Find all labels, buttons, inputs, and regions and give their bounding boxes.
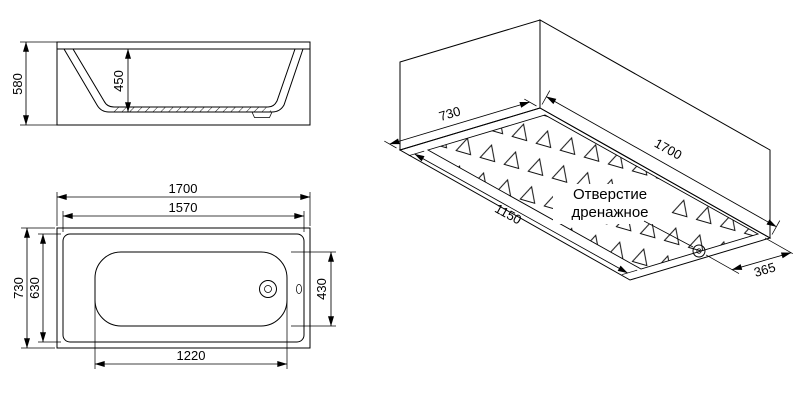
dim-label-1150: 1150 — [492, 201, 524, 228]
tub-top-outline — [56, 227, 311, 349]
drain-label-line2: дренажное — [571, 204, 648, 221]
dim-label-365: 365 — [752, 259, 777, 280]
drain-outlet-side — [251, 111, 273, 118]
drain-label-line1: Отверстие — [573, 186, 647, 203]
dim-rim-width: 630 — [27, 233, 61, 343]
drain-hole-iso-outer — [692, 244, 706, 258]
dim-label-430: 430 — [314, 278, 329, 300]
dim-iso-width: 730 — [384, 98, 537, 149]
dim-inner-depth: 450 — [111, 48, 131, 113]
dim-overall-width: 730 — [11, 227, 55, 349]
dim-label-1700-top: 1700 — [169, 181, 198, 196]
dim-label-580: 580 — [10, 73, 25, 95]
overflow-hole — [296, 284, 302, 294]
dim-label-1700-iso: 1700 — [652, 135, 685, 162]
dim-label-730-top: 730 — [11, 277, 26, 299]
drain-hole-inner — [264, 285, 272, 293]
dim-label-450: 450 — [111, 70, 126, 92]
tub-shell-outer-profile — [63, 48, 304, 113]
dim-label-630: 630 — [27, 277, 42, 299]
drain-hole-outer — [259, 280, 277, 298]
drain-hole-iso-inner — [696, 248, 702, 254]
tub-side-outline — [56, 41, 311, 126]
antislip-hatch-band — [109, 107, 272, 112]
isometric-view: Отверстие дренажное 730 1150 1700 365 — [384, 19, 793, 281]
dim-rim-length: 1570 — [62, 200, 305, 232]
tub-shell-inner-profile — [72, 48, 296, 108]
side-section-view: 580 450 — [10, 41, 311, 126]
tub-rim-top — [62, 233, 305, 343]
dim-label-1220: 1220 — [177, 348, 206, 363]
dim-label-1570: 1570 — [169, 200, 198, 215]
dim-label-730-iso: 730 — [437, 103, 462, 124]
tub-floor-top — [94, 251, 288, 327]
dim-overall-length: 1700 — [56, 181, 311, 226]
top-plan-view: 1700 1570 730 630 430 — [11, 181, 336, 369]
dim-floor-width: 430 — [291, 251, 336, 327]
dim-overall-height: 580 — [10, 41, 57, 126]
dim-iso-drain-offset: 365 — [705, 237, 793, 280]
dim-floor-length: 1220 — [94, 296, 288, 369]
